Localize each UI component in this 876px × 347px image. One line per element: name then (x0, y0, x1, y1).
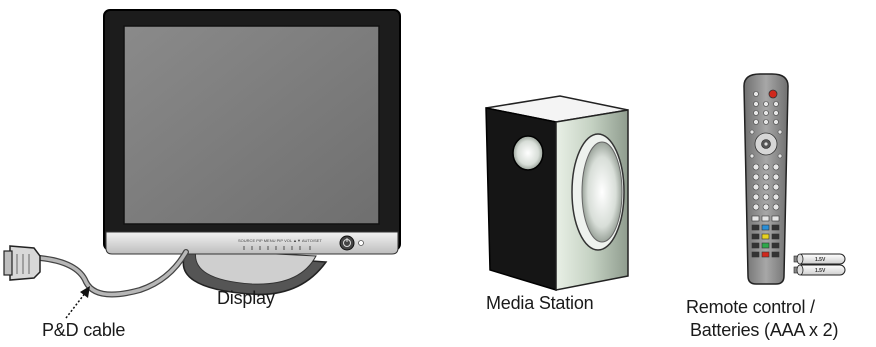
pd-cable (4, 246, 186, 318)
cable-pointer-arrow (66, 286, 90, 318)
pd-cable-label: P&D cable (42, 320, 125, 341)
media-station (486, 96, 628, 290)
remote-power-icon (769, 90, 777, 98)
batteries-label: Batteries (AAA x 2) (690, 320, 838, 341)
battery-icon: 1.5V (794, 254, 845, 264)
remote-dpad-icon (755, 133, 777, 155)
svg-text:1.5V: 1.5V (815, 268, 826, 274)
batteries: 1.5V 1.5V (794, 254, 845, 275)
display-label: Display (217, 288, 275, 309)
dvi-connector-icon (4, 246, 40, 280)
svg-text:SOURCE PIP MENU PIP VOL ▲: SOURCE PIP MENU PIP VOL ▲▼ AUTO/SET (238, 238, 322, 243)
monitor: SOURCE PIP MENU PIP VOL ▲▼ AUTO/SET (104, 10, 400, 294)
svg-text:1.5V: 1.5V (815, 257, 826, 263)
remote-control-label: Remote control / (686, 297, 815, 318)
media-station-label: Media Station (486, 293, 593, 314)
remote-control (744, 74, 788, 284)
battery-icon: 1.5V (794, 265, 845, 275)
